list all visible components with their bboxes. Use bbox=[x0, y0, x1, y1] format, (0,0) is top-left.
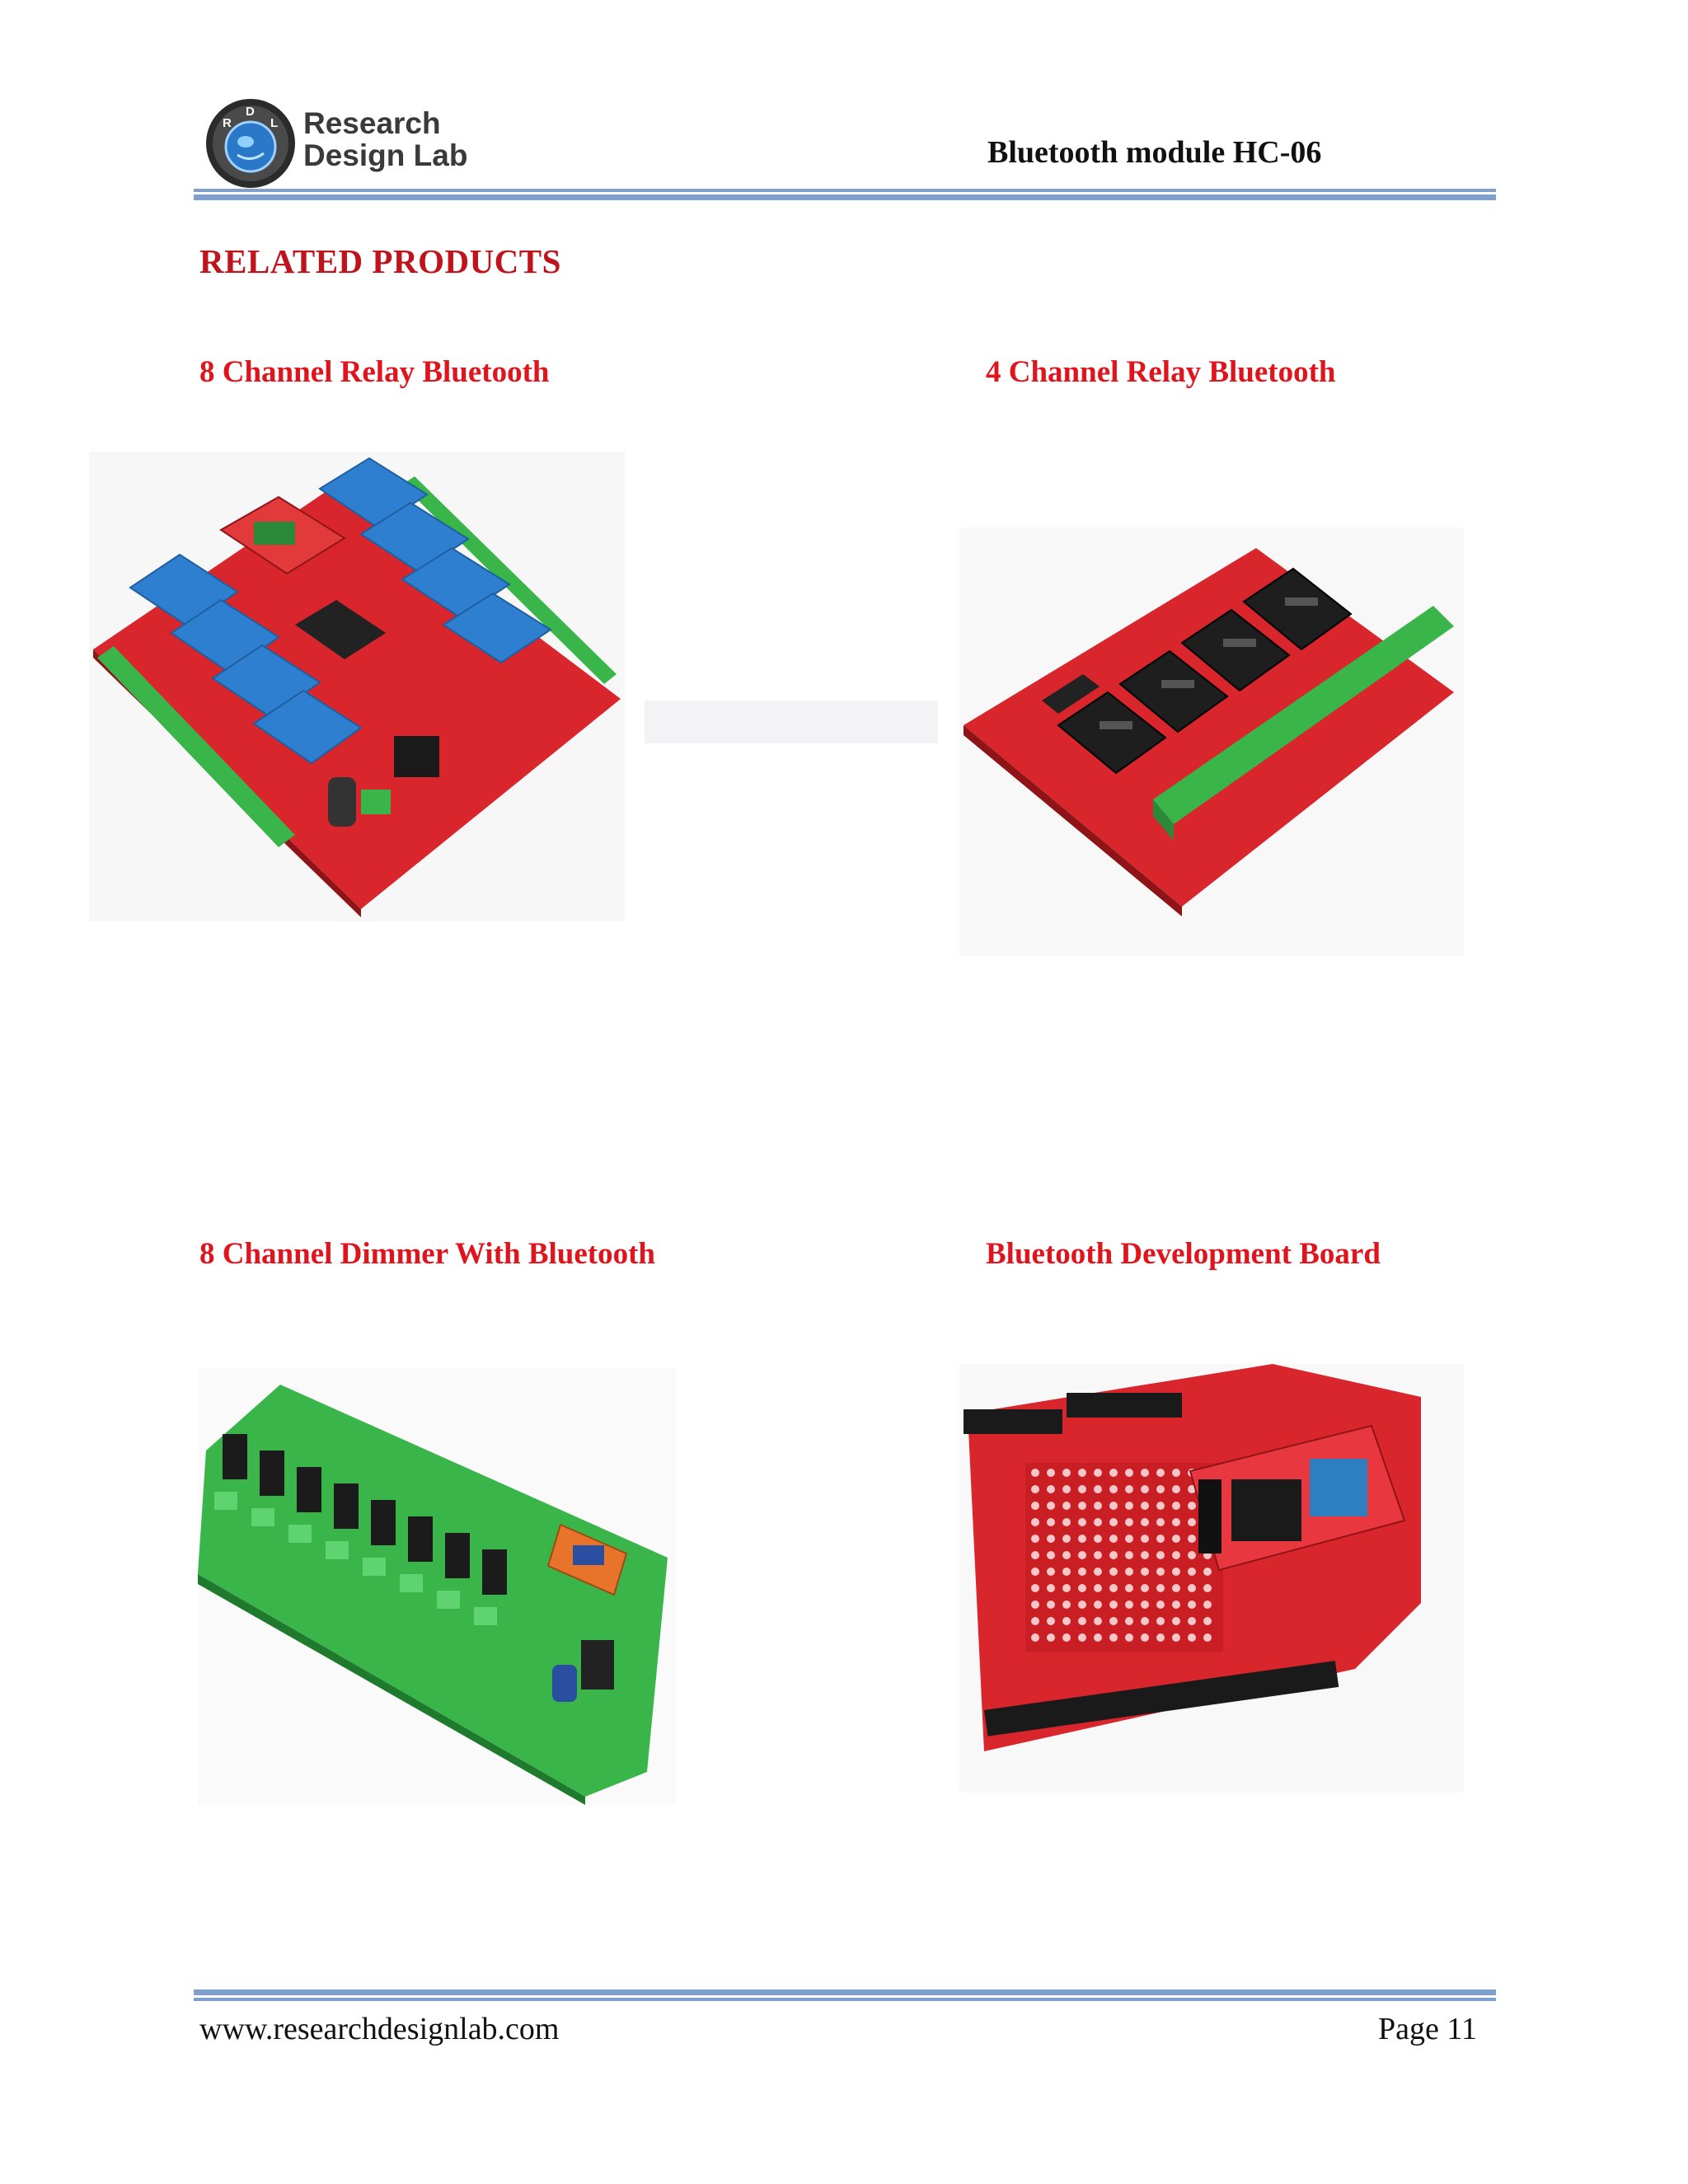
logo-letter-r: R bbox=[223, 116, 232, 130]
product-title-dev-board: Bluetooth Development Board bbox=[986, 1237, 1381, 1271]
brand-line-1: Research bbox=[303, 106, 441, 140]
product-image-8ch-relay bbox=[89, 452, 625, 921]
product-image-dev-board bbox=[959, 1364, 1464, 1793]
footer-rule bbox=[194, 1990, 1496, 2001]
company-logo: R D L bbox=[204, 97, 297, 190]
product-title-4ch-relay: 4 Channel Relay Bluetooth bbox=[986, 355, 1336, 389]
logo-letter-d: D bbox=[246, 105, 255, 119]
header-rule bbox=[194, 189, 1496, 200]
document-title: Bluetooth module HC-06 bbox=[987, 135, 1322, 170]
logo-letter-l: L bbox=[270, 116, 278, 130]
footer-website-url[interactable]: www.researchdesignlab.com bbox=[199, 2012, 560, 2046]
blank-image-placeholder bbox=[645, 701, 938, 743]
brand-name: Research Design Lab bbox=[303, 107, 467, 171]
product-title-8ch-dimmer: 8 Channel Dimmer With Bluetooth bbox=[199, 1237, 655, 1271]
page-number: Page 11 bbox=[1378, 2012, 1477, 2046]
product-image-4ch-relay bbox=[959, 527, 1464, 956]
product-image-8ch-dimmer bbox=[198, 1368, 676, 1805]
brand-line-2: Design Lab bbox=[303, 138, 468, 172]
product-title-8ch-relay: 8 Channel Relay Bluetooth bbox=[199, 355, 550, 389]
section-title: RELATED PRODUCTS bbox=[199, 242, 561, 280]
